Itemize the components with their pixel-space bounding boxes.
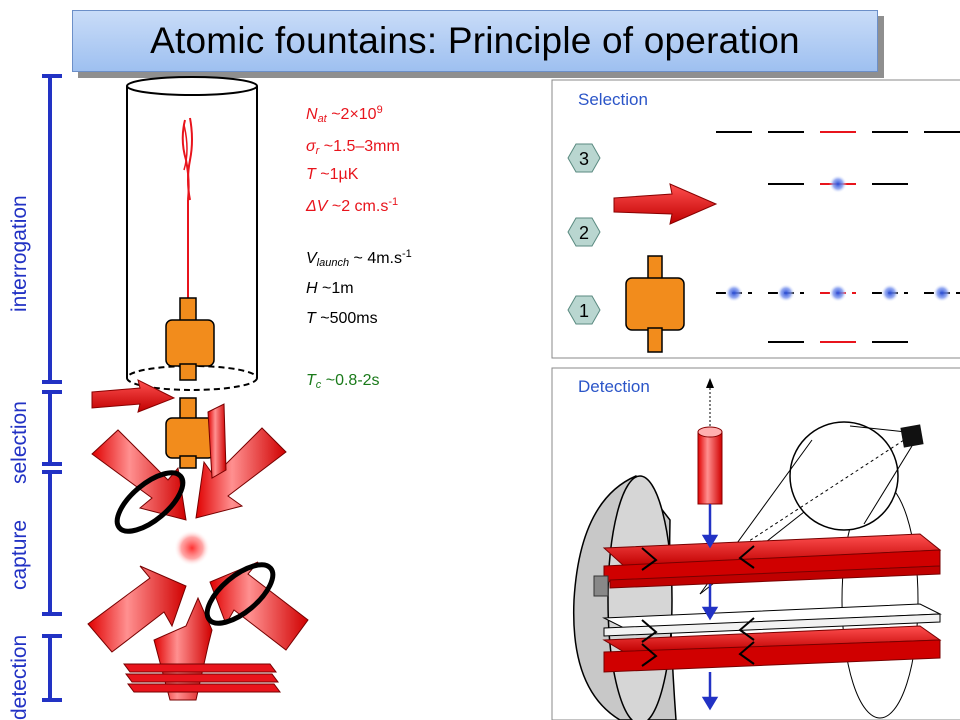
param-launch-velocity: Vlaunch ~ 4m.s-1 (306, 248, 412, 269)
title-banner: Atomic fountains: Principle of operation (72, 10, 878, 72)
phase-capture-label: capture (8, 519, 31, 590)
param-cycle-time: Tc ~0.8-2s (306, 372, 380, 391)
phase-interrogation-label: interrogation (8, 195, 31, 312)
ramsey-cavity-icon (165, 297, 215, 381)
param-atom-number: Nat ~2×109 (306, 104, 383, 125)
detection-apparatus-icon (572, 378, 942, 720)
selection-cavity-small-icon (625, 255, 685, 353)
selection-laser-icon (91, 379, 176, 413)
phase-brackets (42, 74, 62, 702)
detection-panel-label: Detection (578, 377, 650, 396)
selection-cavity-icon (165, 397, 215, 469)
selection-panel-label: Selection (578, 90, 648, 109)
base-plates-icon (123, 663, 281, 693)
phase-selection-label: selection (8, 401, 31, 484)
step-badges: 3 2 1 (567, 143, 601, 325)
atom-trajectory-icon (181, 117, 193, 300)
param-cloud-radius: σr ~1.5–3mm (306, 138, 400, 157)
mot-coil-icon (114, 470, 276, 626)
step-badge-2: 2 (579, 223, 589, 243)
vacuum-tube (126, 76, 258, 391)
phase-detection-label: detection (8, 634, 31, 720)
atom-population-icon (725, 175, 951, 302)
cold-atom-cloud-icon (174, 530, 210, 566)
step-badge-1: 1 (579, 301, 589, 321)
selection-pulse-arrow-icon (613, 183, 718, 225)
param-temperature: T ~1µK (306, 166, 359, 183)
step-badge-3: 3 (579, 149, 589, 169)
param-flight-time: T ~500ms (306, 310, 378, 327)
page-title: Atomic fountains: Principle of operation (150, 20, 800, 61)
param-height: H ~1m (306, 280, 354, 297)
selection-panel (551, 79, 960, 359)
param-velocity-spread: ΔV ~2 cm.s-1 (306, 196, 399, 215)
